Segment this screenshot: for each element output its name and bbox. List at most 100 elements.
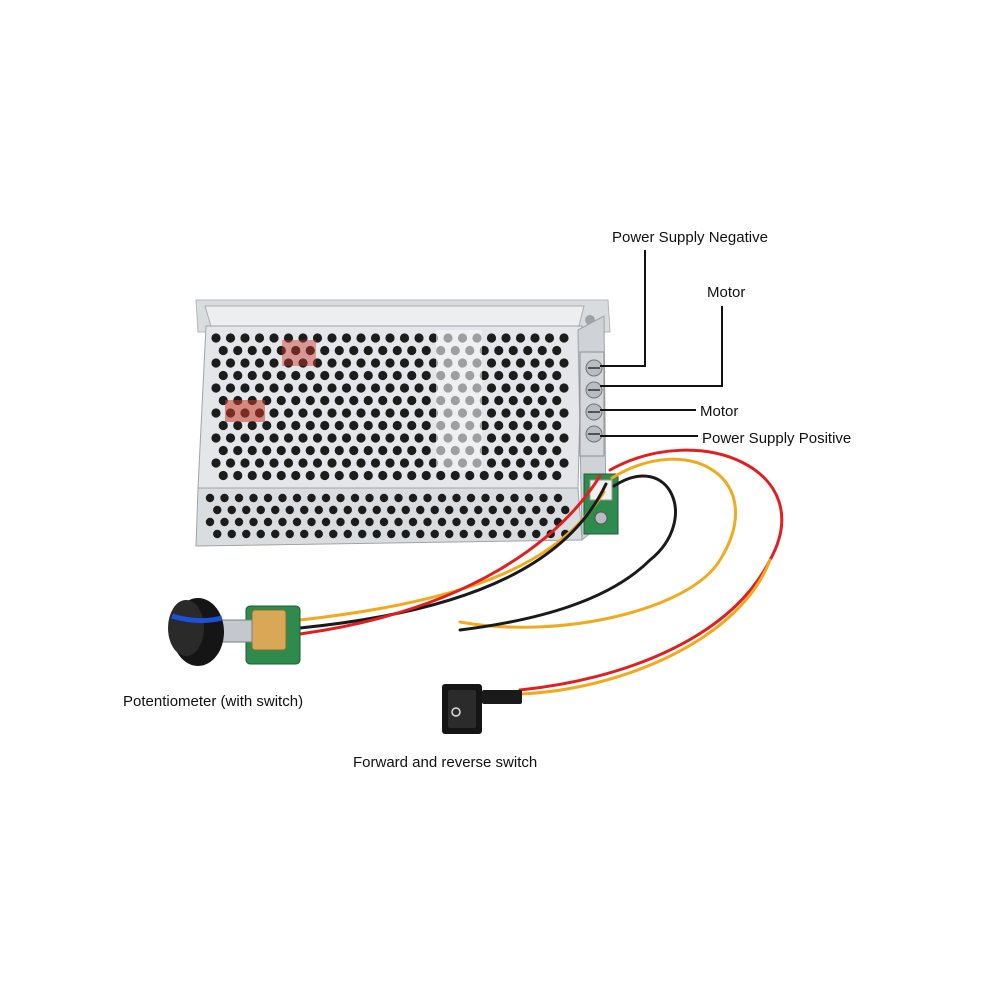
vent-hole xyxy=(394,517,403,527)
vent-hole xyxy=(220,493,229,503)
vent-hole xyxy=(530,458,540,468)
vent-hole xyxy=(305,420,315,431)
vent-hole xyxy=(307,517,316,527)
vent-hole xyxy=(218,420,228,431)
vent-hole xyxy=(320,420,330,431)
vent-hole xyxy=(378,445,388,456)
vent-hole xyxy=(544,458,555,468)
vent-hole xyxy=(320,470,330,481)
vent-hole xyxy=(262,420,272,431)
vent-hole xyxy=(349,420,359,431)
vent-hole xyxy=(385,408,395,418)
vent-hole xyxy=(349,370,359,381)
terminal-block xyxy=(579,351,619,535)
vent-hole xyxy=(544,358,555,368)
vent-hole xyxy=(385,358,395,368)
vent-hole xyxy=(336,517,345,527)
vent-hole xyxy=(523,445,533,456)
vent-hole xyxy=(349,395,359,406)
vent-hole xyxy=(327,383,337,393)
vent-hole xyxy=(343,529,352,539)
vent-hole xyxy=(343,505,352,515)
vent-hole xyxy=(466,517,476,527)
vent-hole xyxy=(278,517,287,527)
knob-face xyxy=(168,600,204,656)
vent-hole xyxy=(233,345,243,356)
vent-hole xyxy=(546,505,555,515)
vent-hole xyxy=(494,445,504,456)
vent-hole xyxy=(510,493,519,503)
vent-hole xyxy=(271,529,280,539)
vent-hole xyxy=(421,345,431,356)
knob-stripe xyxy=(171,613,223,624)
vent-hole xyxy=(481,493,490,503)
vent-hole xyxy=(401,505,410,515)
vent-hole xyxy=(416,529,425,539)
vent-hole xyxy=(269,408,279,418)
vent-hole xyxy=(349,345,359,356)
vent-hole xyxy=(474,529,483,539)
vent-hole xyxy=(436,470,446,481)
vent-hole xyxy=(254,358,265,368)
vent-hole xyxy=(494,420,504,431)
vent-hole xyxy=(291,420,301,431)
vent-hole xyxy=(488,529,497,539)
vent-hole xyxy=(539,517,548,527)
vent-hole xyxy=(283,433,294,443)
vent-hole xyxy=(407,370,417,381)
vent-hole xyxy=(430,505,439,515)
vent-hole xyxy=(225,433,236,443)
vent-hole xyxy=(445,505,454,515)
vent-hole xyxy=(508,370,518,381)
vent-hole xyxy=(269,358,279,368)
vent-hole xyxy=(428,333,439,343)
vent-hole xyxy=(394,493,403,503)
vent-hole xyxy=(349,445,359,456)
vent-hole xyxy=(211,358,221,368)
vent-hole xyxy=(452,517,461,527)
vent-hole xyxy=(544,333,555,343)
vent-hole xyxy=(399,458,410,468)
vent-hole xyxy=(370,433,381,443)
vent-hole xyxy=(363,420,373,431)
vent-hole xyxy=(532,529,541,539)
vent-hole xyxy=(515,383,526,393)
vent-hole xyxy=(530,383,540,393)
vent-hole xyxy=(365,493,374,503)
vent-hole xyxy=(305,370,315,381)
vent-hole xyxy=(392,420,402,431)
vent-hole xyxy=(399,358,410,368)
vent-hole xyxy=(508,420,518,431)
vent-hole xyxy=(379,493,389,503)
vent-hole xyxy=(225,333,236,343)
vent-hole xyxy=(249,517,258,527)
vent-hole xyxy=(510,517,519,527)
vent-hole xyxy=(466,493,476,503)
vent-hole xyxy=(486,333,497,343)
vent-hole xyxy=(291,345,301,356)
vent-hole xyxy=(242,529,251,539)
vent-hole xyxy=(341,383,352,393)
potentiometer-shaft xyxy=(221,619,253,643)
vent-hole xyxy=(399,383,410,393)
vent-hole xyxy=(392,445,402,456)
vent-hole xyxy=(559,333,569,343)
vent-hole xyxy=(416,505,425,515)
leader-lines xyxy=(600,250,723,437)
vent-hole xyxy=(305,345,315,356)
vent-hole xyxy=(341,408,352,418)
vent-hole xyxy=(378,395,388,406)
vent-hole xyxy=(285,505,294,515)
callout-potentiometer: Potentiometer (with switch) xyxy=(123,693,304,710)
vent-hole xyxy=(544,383,555,393)
vent-hole xyxy=(363,470,373,481)
vent-hole xyxy=(314,505,323,515)
internal-component xyxy=(282,340,316,366)
vent-hole xyxy=(363,395,373,406)
vent-hole xyxy=(283,408,294,418)
vent-hole xyxy=(530,408,540,418)
vent-hole xyxy=(407,470,417,481)
vent-hole xyxy=(553,493,563,503)
vent-hole xyxy=(350,493,360,503)
